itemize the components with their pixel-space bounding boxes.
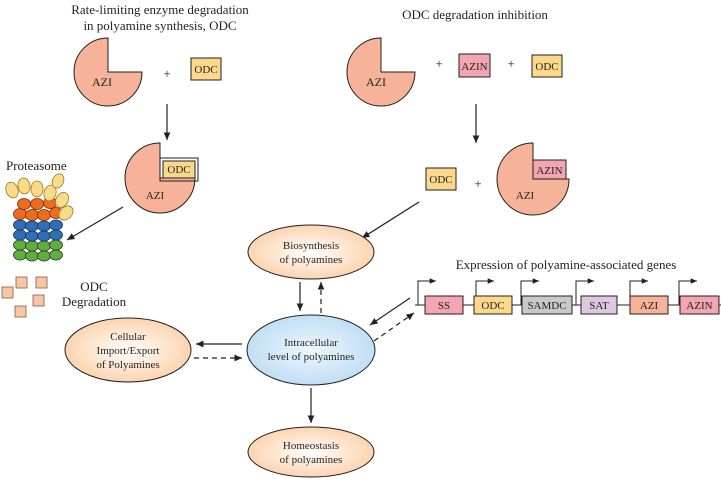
odc-box-left-top <box>190 57 222 81</box>
cellular-import-export-node <box>64 317 192 383</box>
arrow-genes-to-level <box>369 297 411 326</box>
odc-label-left-top: ODC <box>194 64 217 76</box>
odc-degradation-line1: ODC <box>80 279 107 294</box>
cellular-line3: of Polyamines <box>96 359 159 371</box>
gene-samdc-label: SAMDC <box>527 300 566 312</box>
azin-box-right-top <box>458 53 491 78</box>
promoter-arrows <box>417 278 697 305</box>
homeostasis-node <box>247 426 375 478</box>
proteasome-icon <box>5 173 74 262</box>
biosynthesis-node <box>247 224 375 280</box>
biosynthesis-line2: of polyamines <box>280 254 343 266</box>
gene-ss-label: SS <box>438 300 450 312</box>
plus-sign-3: + <box>507 56 514 71</box>
gene-ss-box <box>424 295 464 315</box>
left-title-line1: Rate-limiting enzyme degradation <box>71 2 249 17</box>
cellular-line2: Import/Export <box>97 345 160 357</box>
azi-pie-right-top <box>346 37 416 107</box>
gene-azi-label: AZI <box>640 300 659 312</box>
biosynthesis-line1: Biosynthesis <box>283 240 339 252</box>
plus-sign-2: + <box>435 56 442 71</box>
gene-azin-box <box>679 295 720 315</box>
odc-label-right-top: ODC <box>535 61 558 73</box>
arrow-level-to-genes-dashed <box>373 312 415 342</box>
arrow-to-biosynthesis <box>361 201 420 239</box>
azi-label-right-complex: AZI <box>516 190 535 202</box>
azin-label-right-top: AZIN <box>461 61 487 73</box>
azi-label-complex: AZI <box>146 190 165 202</box>
gene-azin-label: AZIN <box>686 300 712 312</box>
homeostasis-line1: Homeostasis <box>283 440 339 452</box>
odc-box-free <box>425 167 457 191</box>
azi-odc-complex-pie <box>124 142 196 214</box>
degradation-fragments <box>1 276 48 318</box>
left-title-line2: in polyamine synthesis, ODC <box>83 18 236 33</box>
odc-label-free: ODC <box>429 174 452 186</box>
cellular-line1: Cellular <box>110 331 146 343</box>
arrow-to-proteasome <box>66 206 124 241</box>
gene-odc-box <box>473 295 513 315</box>
gene-odc-label: ODC <box>481 300 504 312</box>
azi-label-right-top: AZI <box>366 75 386 89</box>
odc-label-complex: ODC <box>167 164 190 176</box>
intracellular-line1: Intracellular <box>284 337 338 349</box>
azi-azin-complex-pie <box>496 142 570 216</box>
odc-box-in-complex <box>162 160 196 179</box>
plus-sign-4: + <box>474 176 481 191</box>
right-title: ODC degradation inhibition <box>402 7 548 22</box>
homeostasis-line2: of polyamines <box>280 454 343 466</box>
intracellular-node <box>246 314 376 386</box>
complex-notch-outline <box>159 157 199 182</box>
gene-samdc-box <box>521 295 573 315</box>
genes-title: Expression of polyamine-associated genes <box>456 257 677 272</box>
azi-label-left-top: AZI <box>92 75 112 89</box>
gene-azi-box <box>629 295 669 315</box>
plus-sign-1: + <box>163 66 170 81</box>
gene-sat-box <box>580 295 618 315</box>
intracellular-line2: level of polyamines <box>268 351 355 363</box>
odc-degradation-line2: Degradation <box>62 294 127 309</box>
proteasome-label: Proteasome <box>6 158 67 173</box>
gene-sat-label: SAT <box>589 300 609 312</box>
azi-pie-left-top <box>73 37 143 107</box>
azin-label-complex: AZIN <box>536 165 562 177</box>
azin-box-in-complex <box>532 159 567 180</box>
odc-box-right-top <box>531 54 563 78</box>
